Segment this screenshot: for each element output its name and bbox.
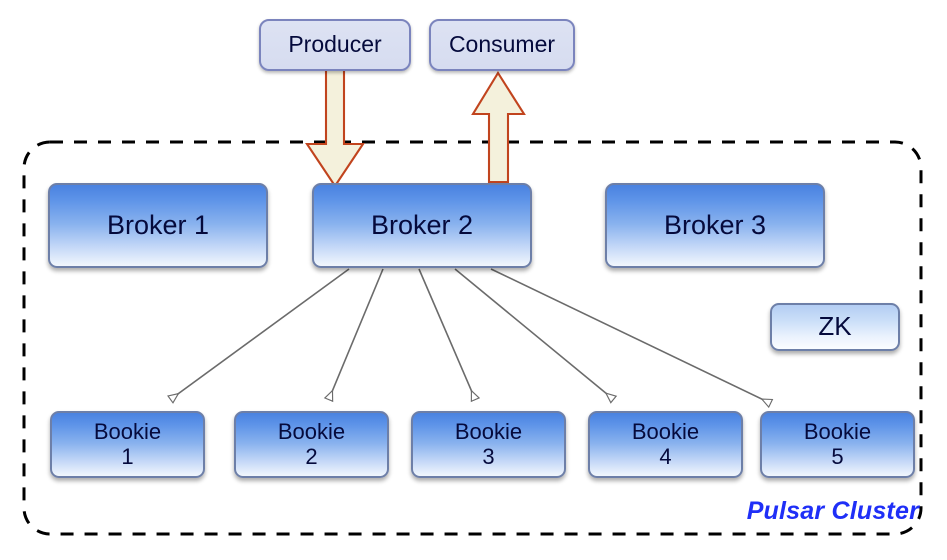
- bookie-4-node[interactable]: Bookie 4: [588, 411, 743, 478]
- arrow-broker2-to-bookie-2: [329, 268, 384, 399]
- pulsar-cluster-label: Pulsar Cluster: [746, 497, 919, 525]
- producer-node[interactable]: Producer: [259, 19, 411, 71]
- zookeeper-node[interactable]: ZK: [770, 303, 900, 351]
- broker-1-node[interactable]: Broker 1: [48, 183, 268, 268]
- bookie-1-node[interactable]: Bookie 1: [50, 411, 205, 478]
- broker-3-node[interactable]: Broker 3: [605, 183, 825, 268]
- arrow-broker2-to-bookie-5: [490, 268, 770, 403]
- broker-2-node[interactable]: Broker 2: [312, 183, 532, 268]
- producer-to-broker2-arrow: [305, 68, 365, 188]
- bookie-5-node[interactable]: Bookie 5: [760, 411, 915, 478]
- bookie-3-node[interactable]: Bookie 3: [411, 411, 566, 478]
- arrow-broker2-to-bookie-1: [171, 268, 350, 399]
- arrow-broker2-to-bookie-4: [454, 268, 613, 399]
- broker2-to-consumer-arrow: [471, 71, 526, 184]
- consumer-node[interactable]: Consumer: [429, 19, 575, 71]
- bookie-2-node[interactable]: Bookie 2: [234, 411, 389, 478]
- broker2-bookie-fanout: [171, 268, 770, 403]
- arrow-broker2-to-bookie-3: [418, 268, 475, 399]
